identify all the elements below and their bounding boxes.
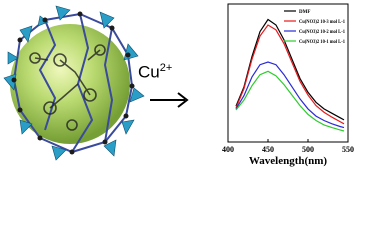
cavity-sphere [10,24,130,144]
series-line-4 [235,70,345,132]
series-lines [235,18,345,132]
x-axis-label: Wavelength(nm) [249,155,328,167]
x-tick-label: 450 [262,145,274,154]
series-line-2 [235,24,345,125]
copper-ion-label: Cu2+ [138,62,172,83]
organic-linkers [29,44,106,131]
plot-frame [227,3,349,143]
legend-label-2: Cu(NO3)2 10-3 mol L-1 [299,20,345,25]
metal-polyhedra [3,5,145,161]
legend-label-4: Cu(NO3)2 10-1 mol L-1 [299,40,345,45]
series-line-3 [235,61,345,129]
x-axis-ticks: 400 450 500 550 [222,139,354,154]
legend-label-3: Cu(NO3)2 10-2 mol L-1 [299,30,345,35]
ion-symbol: Cu [138,62,160,82]
node-atoms [11,11,135,155]
x-tick-label: 400 [222,145,234,154]
emission-spectrum-chart: 400 450 500 550 DMF Cu(NO3)2 10-3 mol L-1Cu(… [222,3,354,167]
mof-cage-illustration [3,5,145,161]
ion-charge: 2+ [159,62,173,74]
reaction-arrow [150,92,189,108]
x-tick-label: 550 [342,145,354,154]
legend-label-1: DMF [299,10,310,15]
series-line-1 [235,18,345,121]
x-tick-label: 500 [302,145,314,154]
legend: DMF Cu(NO3)2 10-3 mol L-1Cu(NO3)2 10-2 mo… [284,10,345,45]
